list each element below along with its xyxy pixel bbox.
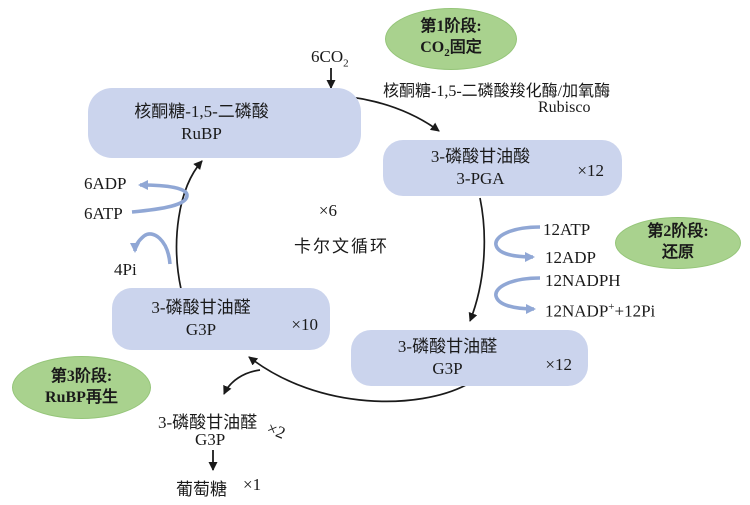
node-g3p-10-abbr: G3P xyxy=(185,320,217,339)
node-rubp-multiplier: ×6 xyxy=(318,201,337,220)
node-g3p-2-abbr: G3P xyxy=(195,430,226,449)
node-g3p-10-multiplier: ×10 xyxy=(291,315,318,334)
stage-1-ellipse: 第1阶段: CO2固定 xyxy=(385,8,517,70)
node-g3p-2-multiplier: ×2 xyxy=(264,418,289,443)
atp12-label: 12ATP xyxy=(543,220,591,239)
enzyme-name: 核酮糖-1,5-二磷酸羧化酶/加氧酶 xyxy=(383,83,611,100)
node-g3p-10-name: 3-磷酸甘油醛 xyxy=(151,297,251,317)
glucose-multiplier: ×1 xyxy=(243,475,262,494)
stage-1-line1: 第1阶段: xyxy=(420,18,482,36)
co2-subscript: 2 xyxy=(343,57,349,70)
co2-input-label: 6CO2 xyxy=(311,47,349,70)
node-3pga: 3-磷酸甘油酸 3-PGA ×12 xyxy=(383,140,622,196)
atp12-adp12-arrow xyxy=(494,225,541,262)
enzyme-short-name: Rubisco xyxy=(538,99,591,116)
node-3pga-multiplier: ×12 xyxy=(577,161,604,180)
arc-pga-to-g3p12 xyxy=(468,197,486,322)
stage-3-line2: RuBP再生 xyxy=(45,388,118,406)
node-3pga-abbr: 3-PGA xyxy=(456,169,505,188)
adp6-label: 6ADP xyxy=(84,174,127,193)
arc-g3p10-to-rubp xyxy=(175,160,203,290)
node-g3p-12-multiplier: ×12 xyxy=(545,355,572,374)
pi4-label: 4Pi xyxy=(114,260,137,279)
node-rubp-abbr: RuBP xyxy=(181,124,222,143)
adp12-label: 12ADP xyxy=(545,248,597,267)
stage-1-line2: CO2固定 xyxy=(420,39,482,60)
node-3pga-name: 3-磷酸甘油酸 xyxy=(430,146,531,166)
glucose-output: 葡萄糖 ×1 xyxy=(176,475,261,500)
nadp12-label: 12NADP++12Pi xyxy=(545,301,656,321)
stage-2-line1: 第2阶段: xyxy=(647,223,709,241)
stage-2-line2: 还原 xyxy=(661,244,694,261)
nadp-plus-superscript: + xyxy=(608,301,615,313)
stage-2-ellipse: 第2阶段: 还原 xyxy=(615,217,741,269)
node-rubp-name: 核酮糖-1,5-二磷酸 xyxy=(134,101,269,121)
nadph12-label: 12NADPH xyxy=(545,271,621,290)
arc-branch-to-g3p2 xyxy=(223,369,261,395)
stage-3-line1: 第3阶段: xyxy=(50,367,113,385)
node-g3p-10: 3-磷酸甘油醛 G3P ×10 xyxy=(112,288,330,350)
atp6-label: 6ATP xyxy=(84,204,123,223)
pi4-arrow xyxy=(130,232,172,265)
node-g3p-12-name: 3-磷酸甘油醛 xyxy=(397,336,498,356)
atp6-adp6-arrow xyxy=(131,180,189,214)
nadph12-arrow xyxy=(494,276,541,314)
node-g3p-12: 3-磷酸甘油醛 G3P ×12 xyxy=(351,330,588,386)
node-g3p-2-name: 3-磷酸甘油醛 xyxy=(158,413,258,432)
node-rubp: 核酮糖-1,5-二磷酸 RuBP ×6 xyxy=(88,88,361,220)
node-g3p-12-abbr: G3P xyxy=(432,359,463,378)
cycle-title: 卡尔文循环 xyxy=(294,237,389,256)
stage-3-ellipse: 第3阶段: RuBP再生 xyxy=(12,356,151,419)
glucose-label: 葡萄糖 xyxy=(176,480,227,499)
